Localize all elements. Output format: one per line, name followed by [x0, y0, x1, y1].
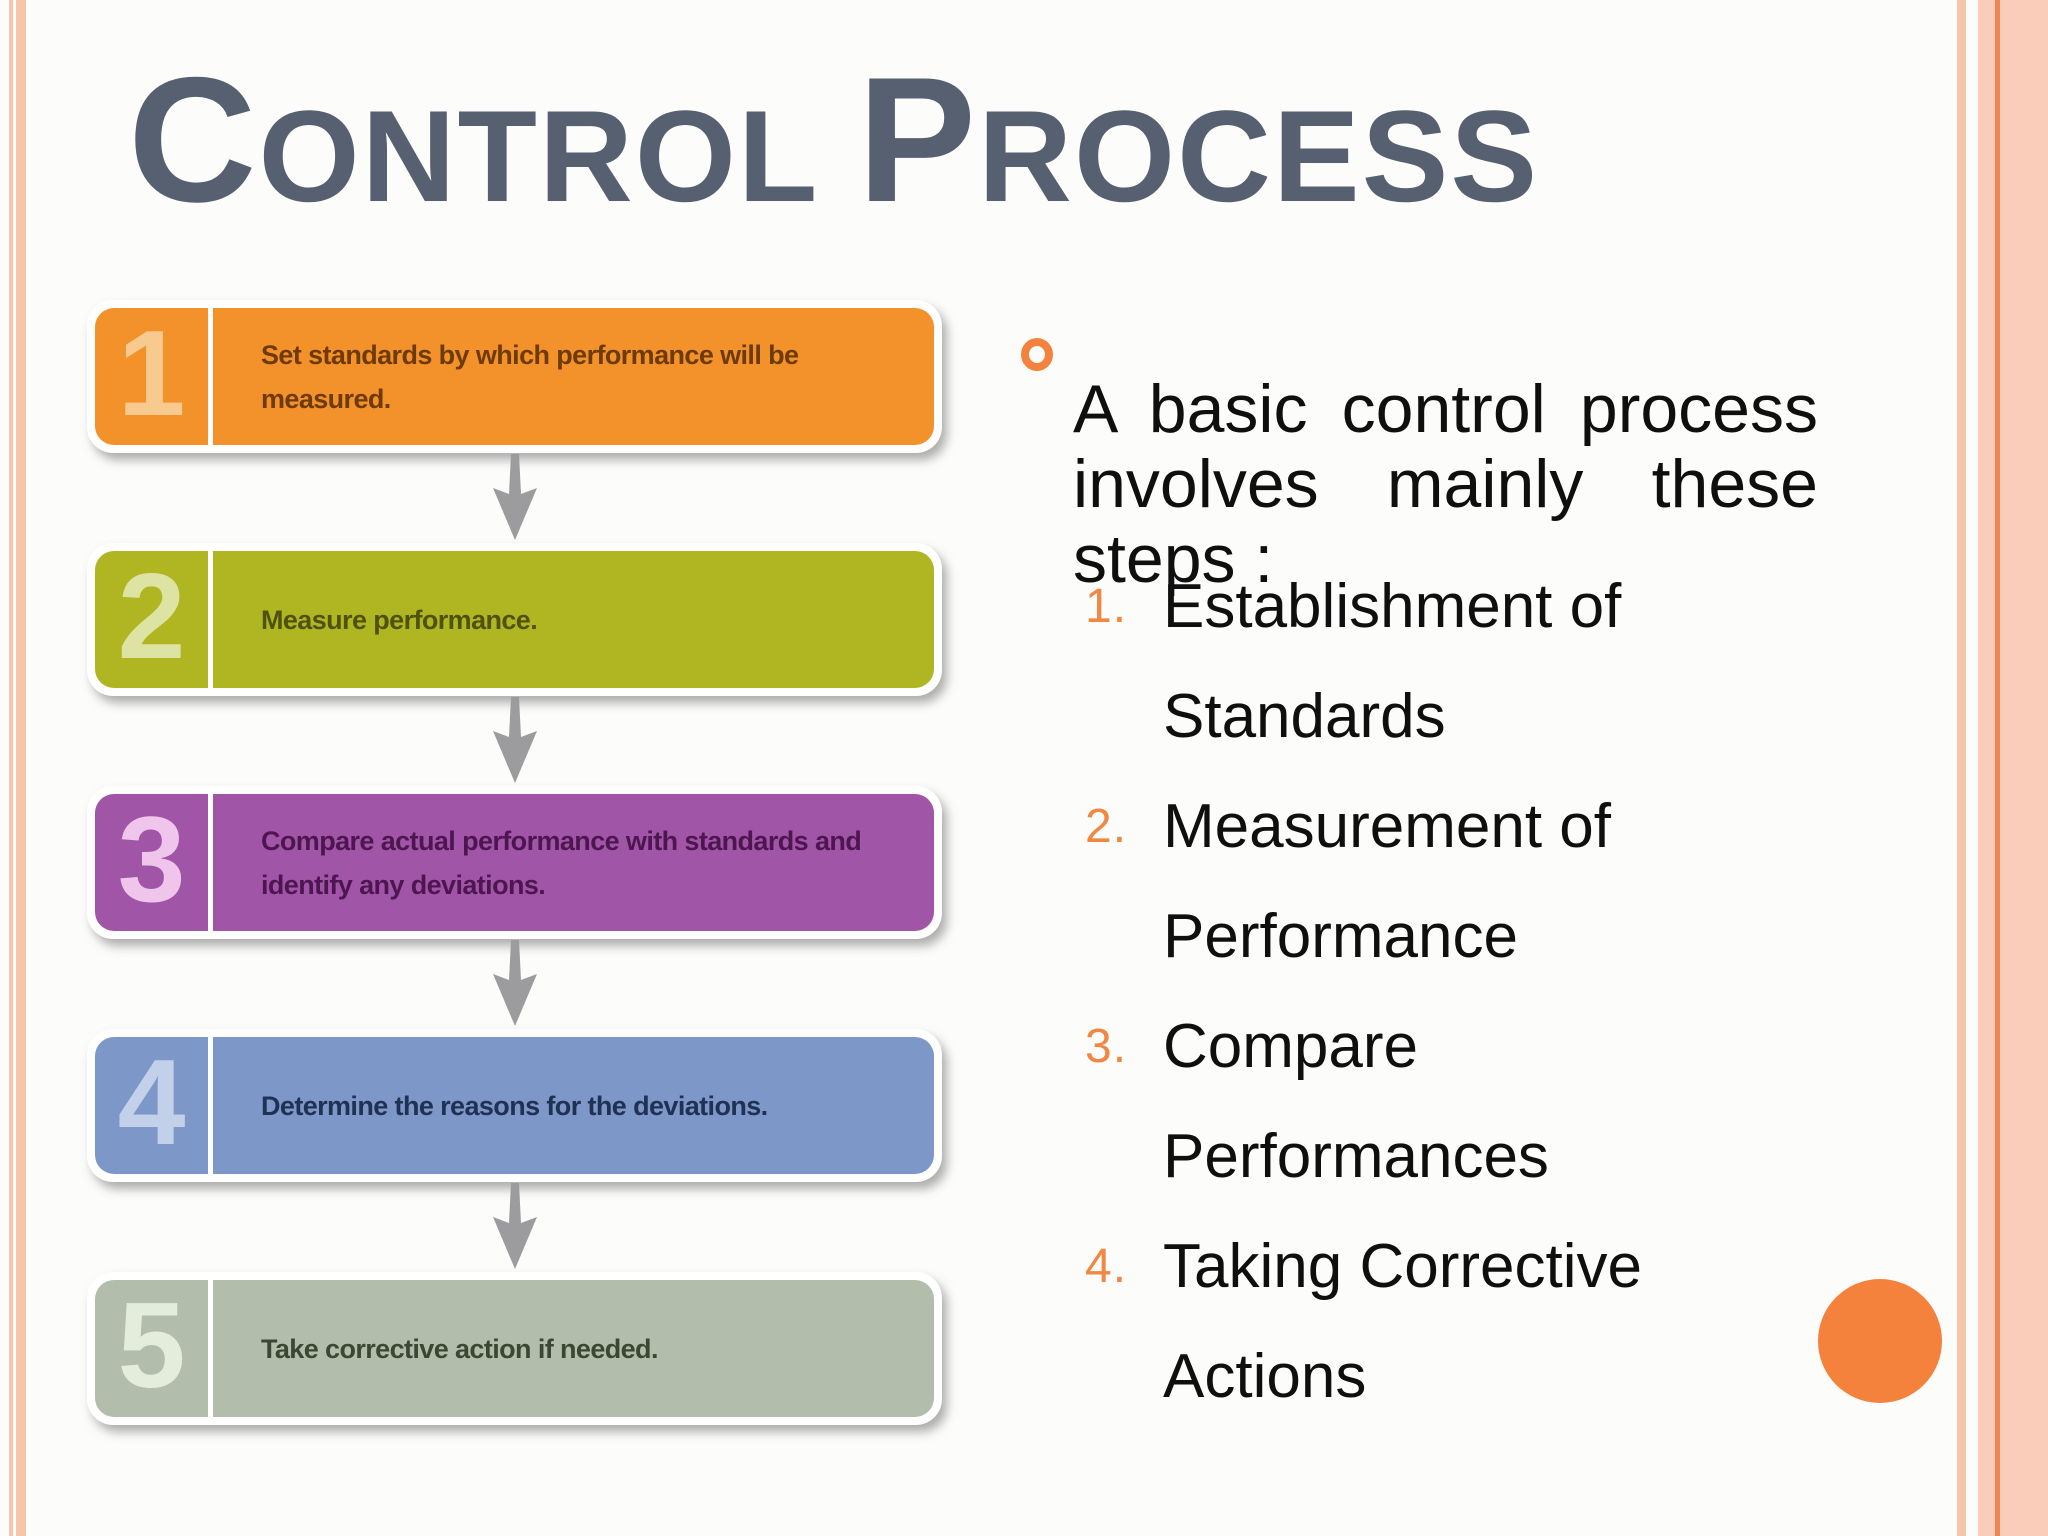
list-item-text: Establishment of Standards	[1163, 572, 1622, 751]
list-item: 1. Establishment of Standards	[1085, 552, 1705, 772]
flowchart-step: 1 Set standards by which performance wil…	[87, 300, 942, 453]
down-arrow-icon	[493, 940, 537, 1026]
step-label: Determine the reasons for the deviations…	[261, 1090, 768, 1121]
list-item: 3. Compare Performances	[1085, 992, 1705, 1212]
down-arrow-icon	[493, 1183, 537, 1269]
flowchart-step: 4 Determine the reasons for the deviatio…	[87, 1029, 942, 1182]
flowchart-step: 2 Measure performance.	[87, 543, 942, 696]
list-item-number: 1.	[1085, 580, 1128, 633]
list-item-number: 3.	[1085, 1020, 1128, 1073]
step-number: 5	[95, 1280, 213, 1417]
right-border-accent-line	[1995, 0, 2000, 1536]
step-number: 4	[95, 1037, 213, 1174]
flowchart-step: 5 Take corrective action if needed.	[87, 1272, 942, 1425]
left-border-wide-stripe	[16, 0, 26, 1536]
list-item: 4. Taking Corrective Actions	[1085, 1212, 1705, 1432]
title-word2-initial: P	[857, 40, 979, 240]
list-item-text: Taking Corrective Actions	[1163, 1232, 1642, 1411]
decorative-circle	[1818, 1279, 1942, 1403]
step-label: Measure performance.	[261, 604, 538, 635]
list-item-number: 2.	[1085, 800, 1128, 853]
step-label: Compare actual performance with standard…	[261, 825, 862, 900]
list-item: 2. Measurement of Performance	[1085, 772, 1705, 992]
step-number: 1	[95, 308, 213, 445]
right-border-band	[1978, 0, 2048, 1536]
title-word1-rest: ONTROL	[258, 83, 820, 230]
list-item-text: Measurement of Performance	[1163, 792, 1611, 971]
intro-paragraph: A basic control process involves mainly …	[1073, 371, 1818, 597]
step-label: Set standards by which performance will …	[261, 339, 799, 414]
list-item-number: 4.	[1085, 1240, 1128, 1293]
step-number: 3	[95, 794, 213, 931]
title-word1-initial: C	[128, 40, 259, 240]
left-border-thin-stripe	[9, 0, 13, 1536]
step-label: Take corrective action if needed.	[261, 1333, 658, 1364]
numbered-list: 1. Establishment of Standards 2. Measure…	[1085, 552, 1705, 1432]
right-border-thin-stripe	[1957, 0, 1966, 1536]
bullet-icon	[1021, 338, 1053, 371]
title-word2-rest: ROCESS	[978, 83, 1540, 230]
flowchart: 1 Set standards by which performance wil…	[87, 300, 942, 1430]
step-number: 2	[95, 551, 213, 688]
flowchart-step: 3 Compare actual performance with standa…	[87, 786, 942, 939]
down-arrow-icon	[493, 697, 537, 783]
list-item-text: Compare Performances	[1163, 1012, 1549, 1191]
down-arrow-icon	[493, 454, 537, 540]
